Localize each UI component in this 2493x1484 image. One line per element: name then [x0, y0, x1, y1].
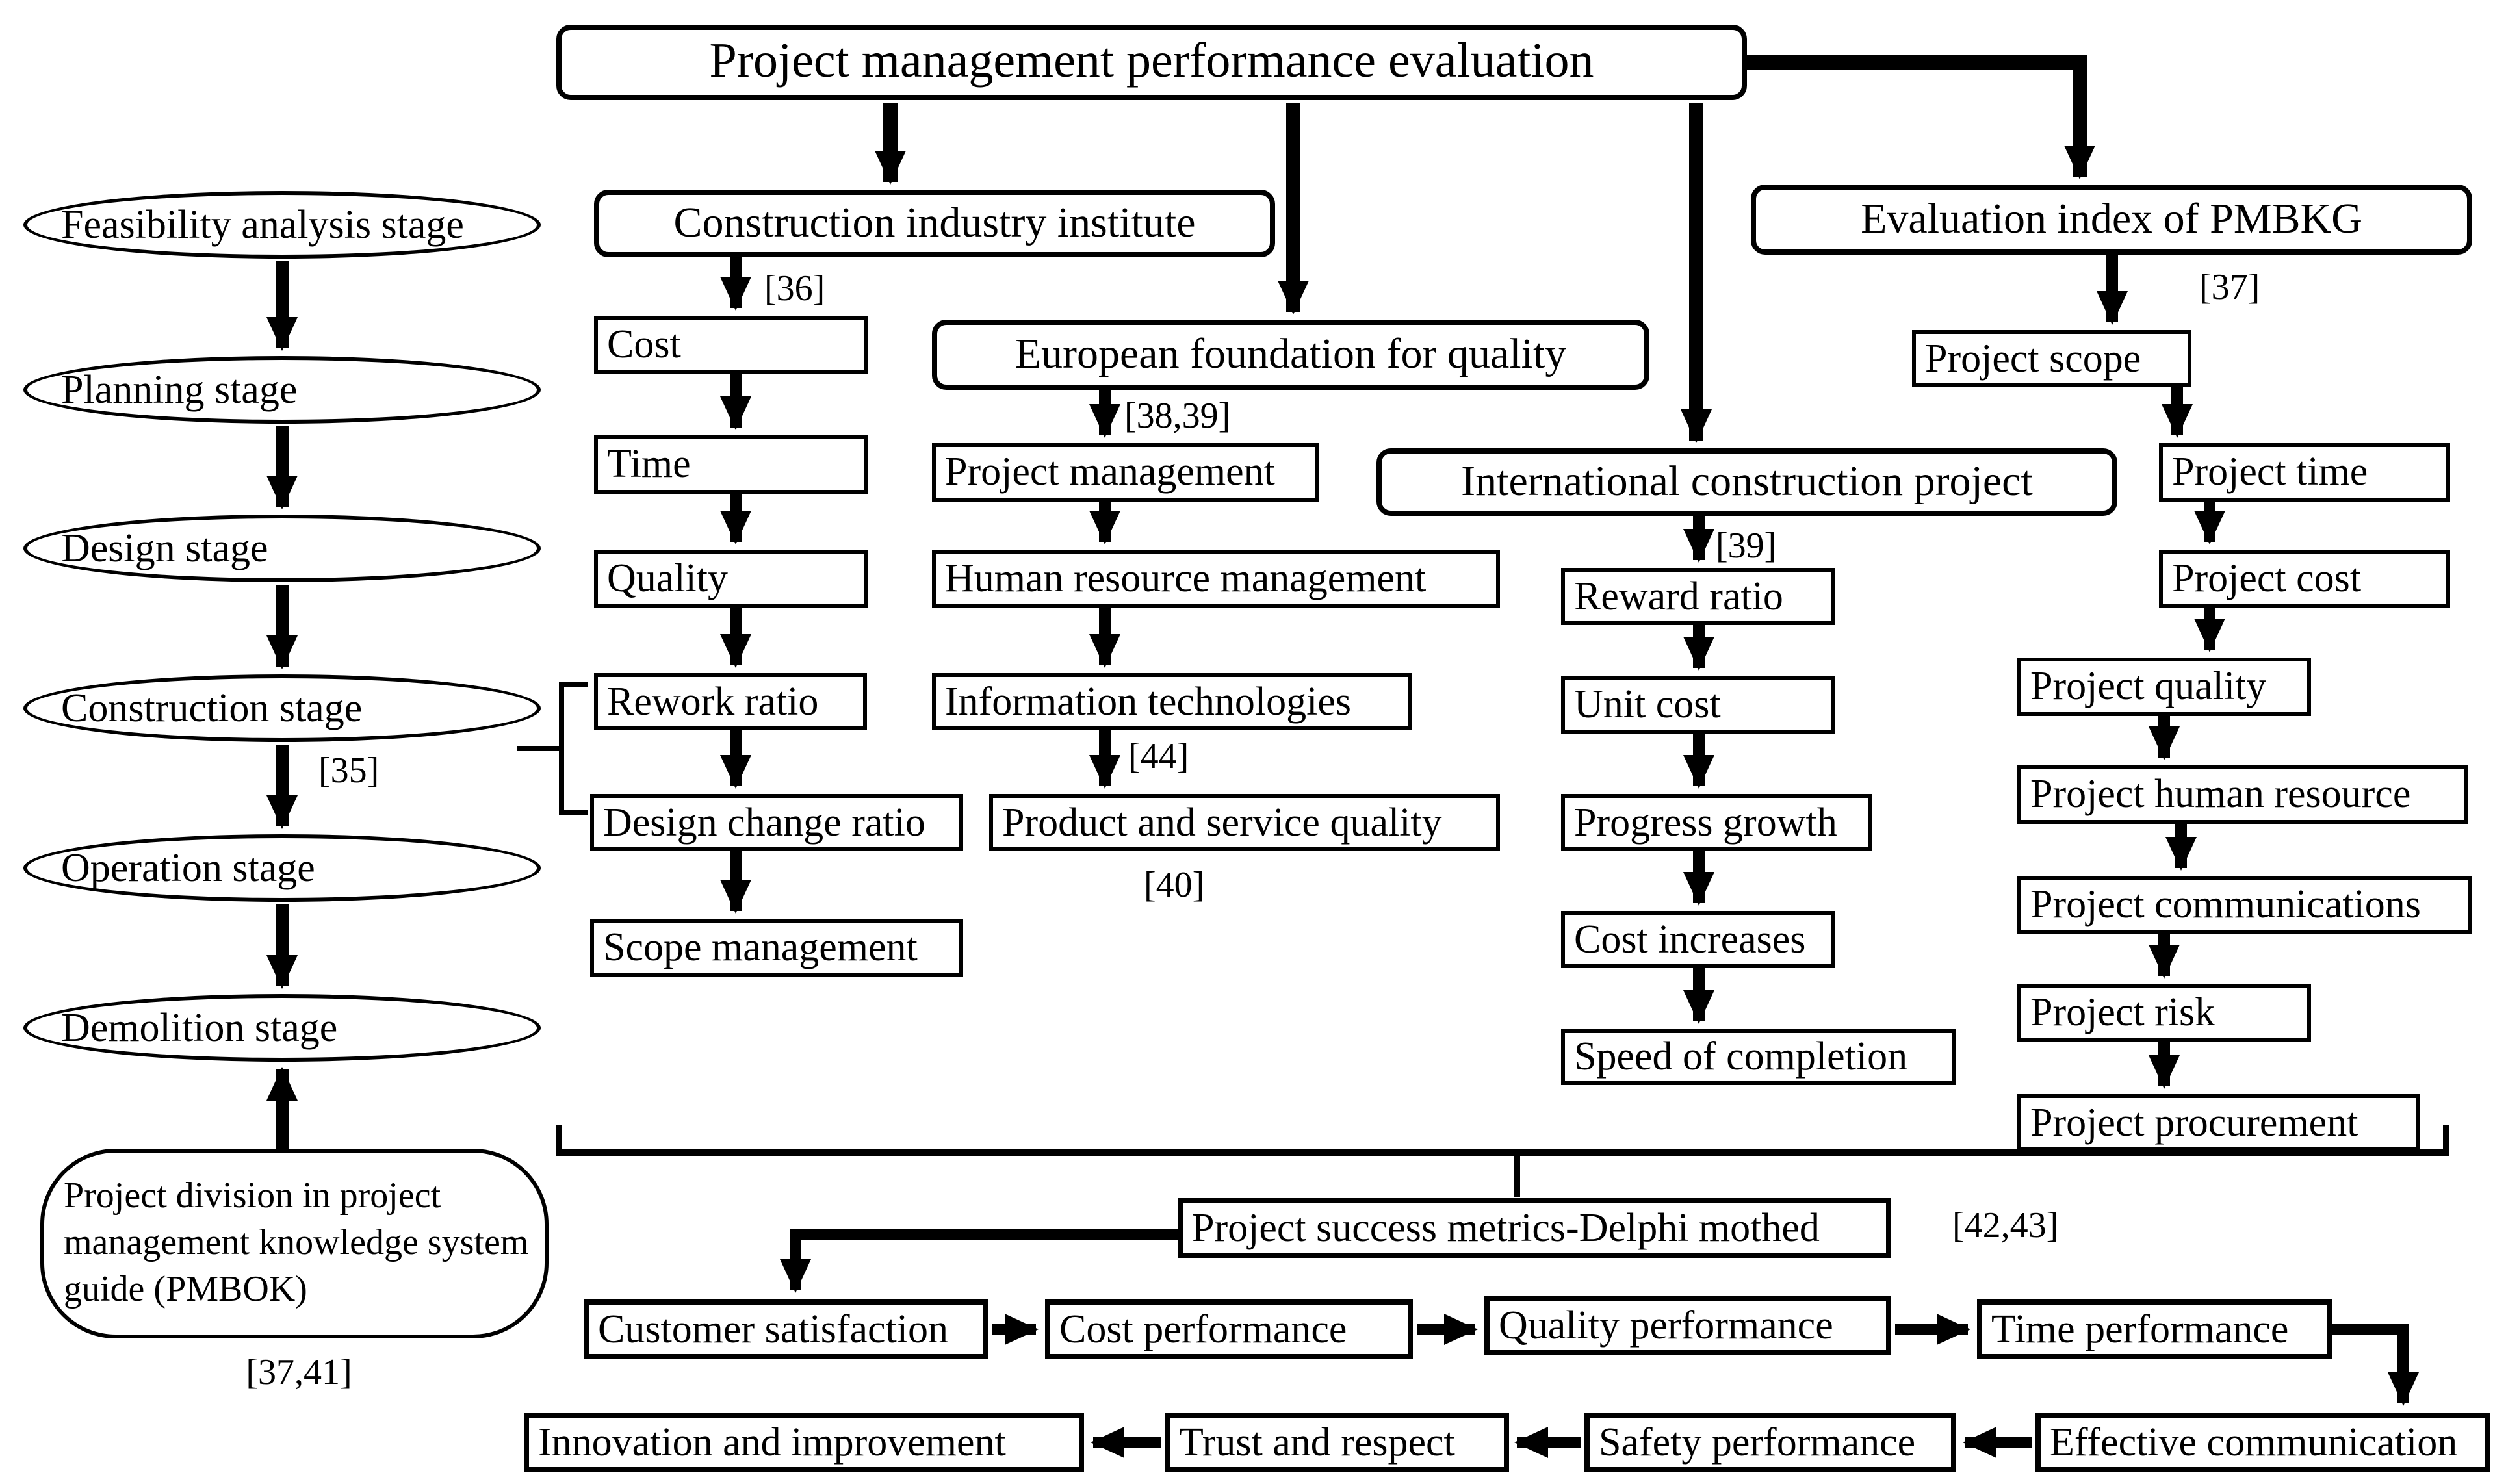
pmbkg-item-project-cost: Project cost [2159, 550, 2450, 608]
pmbkg-item-project-quality: Project quality [2017, 658, 2311, 716]
ref-icp: [39] [1716, 526, 1777, 567]
stage-design: Design stage [23, 515, 541, 582]
ref-cii: [36] [764, 269, 825, 309]
ref-it: [44] [1128, 737, 1189, 777]
success-trust-respect: Trust and respect [1165, 1413, 1509, 1472]
pmbkg-item-project-procurement: Project procurement [2017, 1094, 2420, 1151]
success-safety-performance: Safety performance [1584, 1413, 1956, 1472]
efq-item-product-service-quality: Product and service quality [989, 794, 1500, 851]
pmbok-node: Project division in project management k… [40, 1149, 549, 1338]
cii-item-design-change-ratio: Design change ratio [590, 794, 963, 851]
stage-demolition: Demolition stage [23, 994, 541, 1062]
success-quality-performance: Quality performance [1484, 1296, 1891, 1355]
success-row-arrows [992, 1314, 2419, 1458]
icp-item-reward-ratio: Reward ratio [1561, 568, 1835, 625]
success-customer-satisfaction: Customer satisfaction [584, 1299, 988, 1359]
success-effective-communication: Effective communication [2035, 1413, 2490, 1472]
ref-construction: [35] [318, 751, 380, 791]
cii-item-scope-management: Scope management [590, 919, 963, 977]
construction-stage-brace [517, 682, 588, 815]
title-node: Project management performance evaluatio… [556, 25, 1747, 100]
pmbkg-item-project-human-resource: Project human resource [2017, 765, 2468, 824]
stage-feasibility: Feasibility analysis stage [23, 191, 541, 259]
arrow-title-to-pmbkg [1747, 55, 2095, 179]
time-performance-elbow [2332, 1324, 2419, 1406]
pmbkg-item-project-risk: Project risk [2017, 984, 2311, 1042]
pmbkg-item-project-communications: Project communications [2017, 876, 2472, 934]
efq-item-project-management: Project management [932, 443, 1319, 502]
efq-node: European foundation for quality [932, 320, 1649, 390]
ref-efq: [38,39] [1124, 396, 1231, 437]
cii-node: Construction industry institute [594, 190, 1275, 257]
cii-item-quality: Quality [594, 550, 868, 608]
bracket-line [556, 1125, 2449, 1156]
success-innovation-improvement: Innovation and improvement [524, 1413, 1084, 1472]
efq-item-information-technologies: Information technologies [932, 673, 1412, 730]
efq-item-human-resource-management: Human resource management [932, 550, 1500, 608]
ref-psq: [40] [1144, 865, 1205, 906]
stage-operation: Operation stage [23, 834, 541, 902]
delphi-elbow [780, 1229, 1178, 1293]
icp-item-unit-cost: Unit cost [1561, 676, 1835, 734]
success-cost-performance: Cost performance [1045, 1299, 1413, 1359]
cii-item-rework-ratio: Rework ratio [594, 673, 867, 730]
pmbkg-node: Evaluation index of PMBKG [1751, 185, 2472, 255]
cii-item-time: Time [594, 435, 868, 494]
icp-item-cost-increases: Cost increases [1561, 911, 1835, 968]
pmbkg-item-project-time: Project time [2159, 443, 2450, 502]
cii-item-cost: Cost [594, 316, 868, 374]
ref-pmbkg: [37] [2199, 268, 2260, 308]
delphi-node: Project success metrics-Delphi mothed [1178, 1198, 1891, 1258]
icp-node: International construction project [1376, 448, 2117, 516]
success-time-performance: Time performance [1977, 1299, 2332, 1359]
ref-pmbok: [37,41] [246, 1353, 352, 1393]
pmbkg-item-project-scope: Project scope [1912, 330, 2191, 387]
ref-delphi: [42,43] [1952, 1206, 2059, 1246]
pmbkg-chain-arrows [2097, 255, 2225, 1089]
trunk-arrows [875, 55, 2095, 443]
icp-item-speed-of-completion: Speed of completion [1561, 1029, 1956, 1085]
icp-item-progress-growth: Progress growth [1561, 794, 1872, 851]
stage-construction: Construction stage [23, 674, 541, 742]
collector-bracket [517, 682, 2449, 1197]
stage-planning: Planning stage [23, 356, 541, 424]
